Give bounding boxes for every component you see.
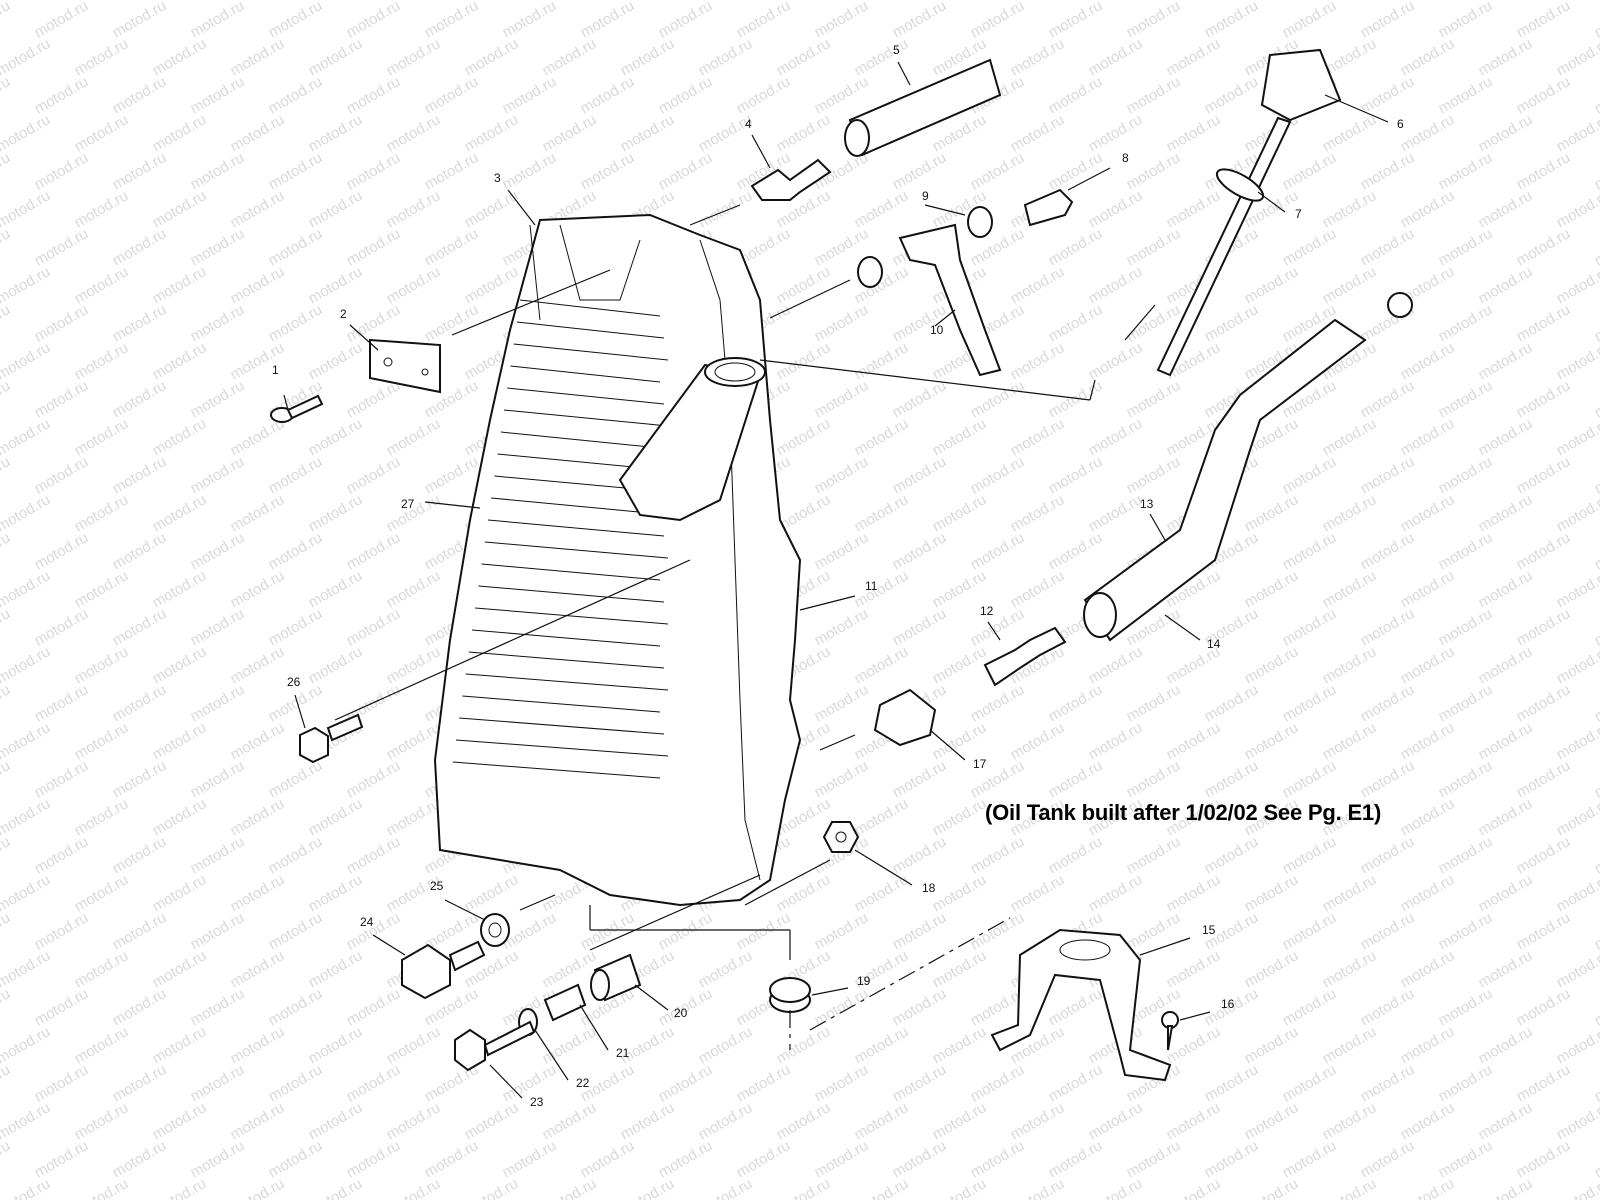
assembly-line <box>769 279 851 319</box>
leader-line-8 <box>1067 167 1111 191</box>
part-14-sleeve <box>1083 592 1117 638</box>
callout-label-24: 24 <box>360 915 374 929</box>
callout-label-27: 27 <box>401 497 415 511</box>
callout-label-5: 5 <box>893 43 900 57</box>
part-5-hose <box>844 58 1002 157</box>
leader-line-26 <box>294 694 306 729</box>
part-8-bolt <box>1023 188 1074 227</box>
part-6-cap-dipstick <box>1156 48 1342 377</box>
part-4-fitting <box>750 158 832 201</box>
callout-label-2: 2 <box>340 307 347 321</box>
leader-line-9 <box>924 204 966 216</box>
assembly-line <box>759 359 1091 401</box>
leader-line-20 <box>634 984 669 1011</box>
callout-label-11: 11 <box>865 579 878 593</box>
part-10-banjo-line <box>898 223 1002 377</box>
part-2-plate <box>369 338 441 394</box>
leader-line-25 <box>444 899 486 921</box>
callout-label-21: 21 <box>616 1046 630 1060</box>
part-19-grommet <box>769 977 811 1013</box>
assembly-line <box>1089 379 1096 401</box>
leader-line-16 <box>1179 1011 1211 1021</box>
part-24-bolt <box>401 940 486 1000</box>
leader-line-5 <box>897 61 911 86</box>
callout-label-19: 19 <box>857 974 871 988</box>
callout-label-18: 18 <box>922 881 936 895</box>
part-16-screw <box>1161 1011 1179 1051</box>
oil-tank-note: (Oil Tank built after 1/02/02 See Pg. E1… <box>985 800 1382 825</box>
callout-label-9: 9 <box>922 189 929 203</box>
oil-tank-body <box>433 213 802 907</box>
leader-line-4 <box>751 134 771 169</box>
leader-line-23 <box>489 1064 523 1099</box>
assembly-line <box>809 917 1011 1031</box>
part-21-spacer <box>543 983 587 1022</box>
leader-line-14 <box>1164 614 1201 641</box>
callout-label-3: 3 <box>494 171 501 185</box>
leader-line-19 <box>811 987 849 996</box>
leader-line-6 <box>1324 94 1389 123</box>
callout-label-8: 8 <box>1122 151 1129 165</box>
assembly-line <box>819 734 856 751</box>
assembly-line <box>519 894 556 911</box>
callout-label-7: 7 <box>1295 207 1302 221</box>
callout-label-25: 25 <box>430 879 444 893</box>
callout-label-12: 12 <box>980 604 994 618</box>
leader-line-15 <box>1139 937 1191 956</box>
leader-line-2 <box>349 324 379 351</box>
assembly-line <box>1124 304 1156 341</box>
part-13-hose <box>1083 318 1367 642</box>
callout-label-23: 23 <box>530 1095 544 1109</box>
callout-label-6: 6 <box>1397 117 1404 131</box>
callout-label-1: 1 <box>272 363 279 377</box>
leader-line-13 <box>1149 513 1166 541</box>
leader-line-18 <box>854 849 913 886</box>
callout-label-20: 20 <box>674 1006 688 1020</box>
part-1-screw <box>270 394 324 423</box>
callout-label-10: 10 <box>930 323 944 337</box>
callout-labels: 1234567891011121314151617181920212223242… <box>272 43 1404 1109</box>
callout-label-26: 26 <box>287 675 301 689</box>
leader-line-7 <box>1257 191 1286 213</box>
callout-label-4: 4 <box>745 117 752 131</box>
part-23-bolt <box>454 1020 536 1072</box>
callout-label-15: 15 <box>1202 923 1216 937</box>
leader-lines <box>283 61 1389 1099</box>
part-17-sensor <box>873 688 937 747</box>
leader-line-24 <box>372 934 406 956</box>
callout-label-17: 17 <box>973 757 987 771</box>
assembly-line <box>689 204 741 226</box>
part-15-bracket <box>990 928 1172 1082</box>
callout-label-14: 14 <box>1207 637 1221 651</box>
callout-label-22: 22 <box>576 1076 590 1090</box>
part-18-nut <box>822 821 860 853</box>
part-20-bushing <box>590 953 642 1002</box>
leader-line-21 <box>579 1004 609 1051</box>
leader-line-3 <box>507 189 536 226</box>
part-25-washer <box>480 913 510 947</box>
leader-line-27 <box>424 501 481 509</box>
leader-line-17 <box>929 729 966 761</box>
part-seal-ring <box>1387 292 1413 318</box>
leader-line-22 <box>534 1029 569 1081</box>
leader-line-11 <box>799 595 856 611</box>
part-26-bolt <box>299 713 364 764</box>
callout-label-13: 13 <box>1140 497 1154 511</box>
leader-line-12 <box>987 621 1001 641</box>
callout-label-16: 16 <box>1221 997 1235 1011</box>
